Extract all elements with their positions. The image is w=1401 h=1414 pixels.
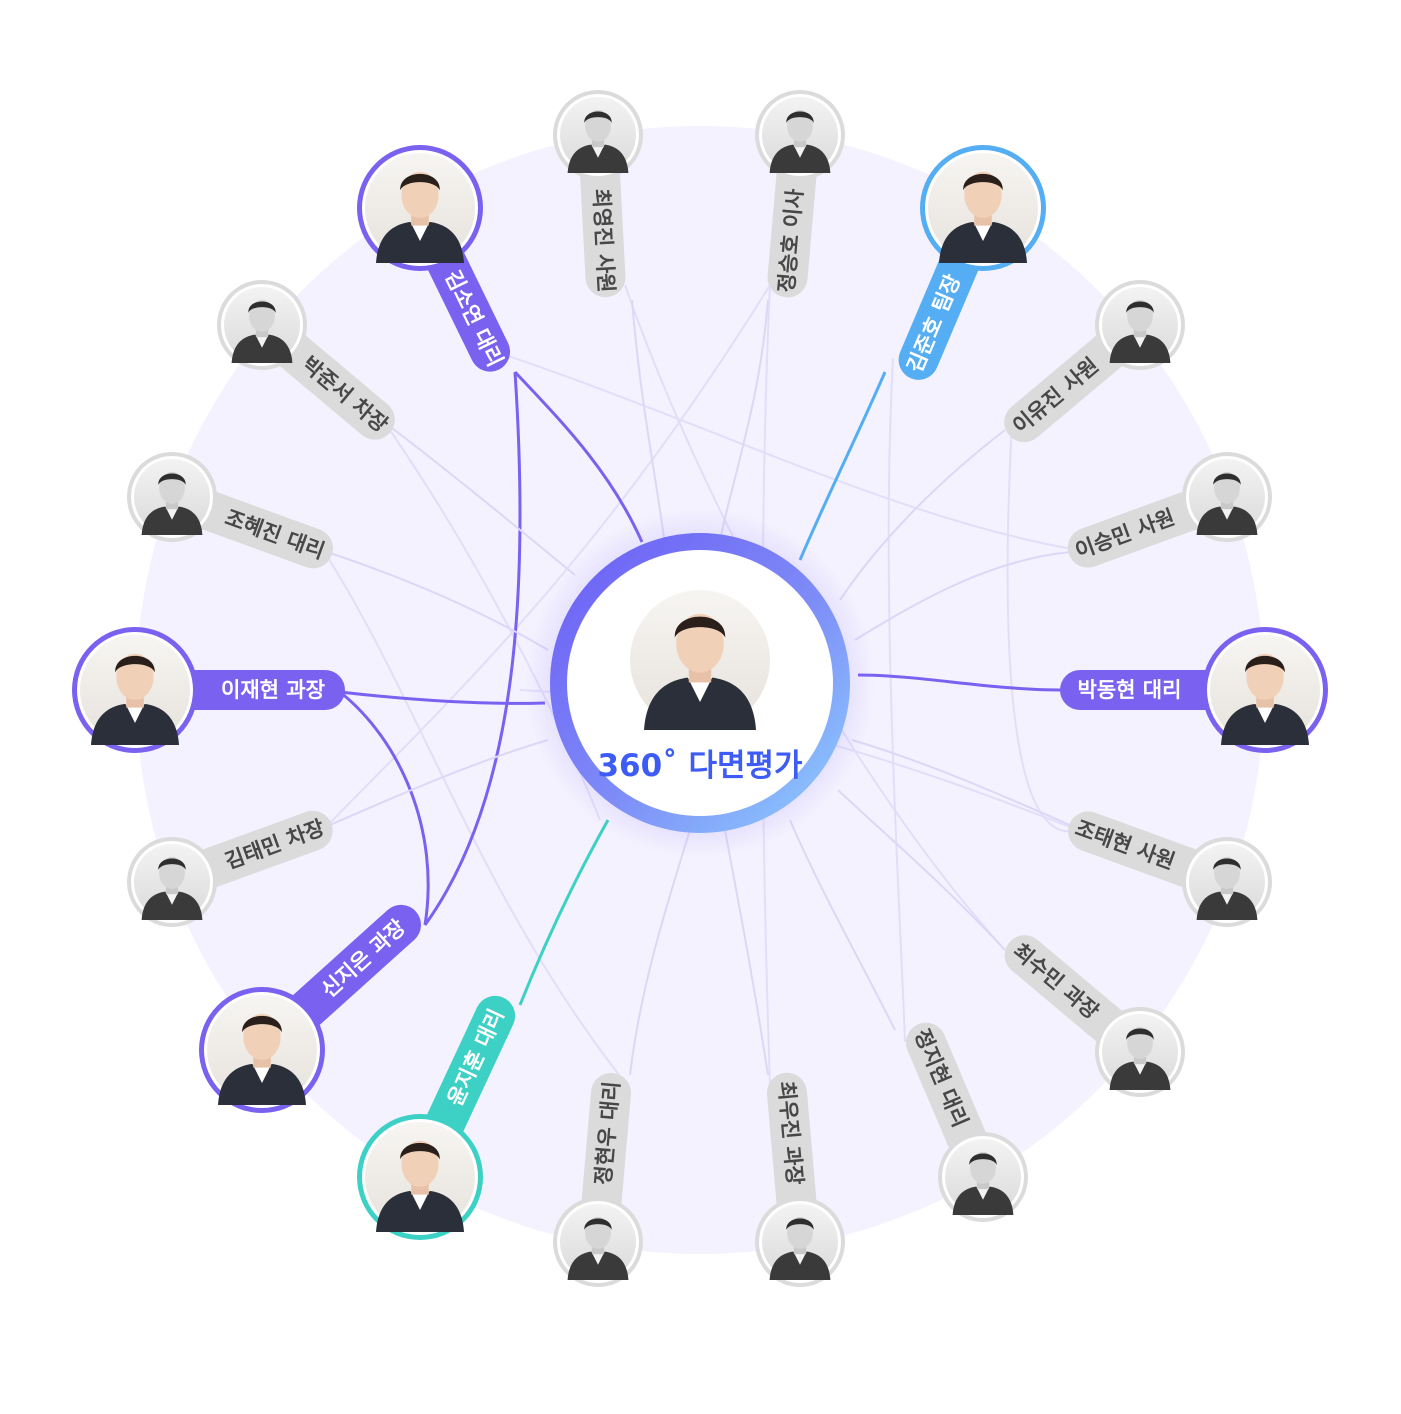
center-hub[interactable]: 360˚ 다면평가: [525, 508, 875, 858]
connector-line-jo-hyejin: [329, 552, 549, 651]
connector-line-lee-jaehyun: [339, 690, 546, 705]
person-avatar-icon: [928, 153, 1038, 263]
person-node-yoon-jihun[interactable]: 윤지훈 대리: [357, 989, 522, 1240]
faint-connector-line: [322, 549, 628, 1086]
person-node-jo-taehyun[interactable]: 조태현 사원: [1062, 806, 1272, 927]
faint-connector-line: [504, 354, 1079, 551]
person-avatar-icon: [1102, 287, 1178, 363]
connector-line-yoon-jihun: [518, 819, 610, 1006]
person-node-park-donghyun[interactable]: 박동현 대리: [1060, 627, 1328, 753]
person-node-shin-jieun[interactable]: 신지은 과장: [199, 897, 429, 1113]
connector-line-park-donghyun: [857, 673, 1063, 692]
person-name-label: 최영진 사원: [589, 188, 618, 293]
connector-line-kim-taemin: [329, 739, 549, 826]
connector-line-choi-woojin: [724, 829, 769, 1076]
person-avatar-icon: [560, 97, 636, 173]
person-node-jung-jihyun[interactable]: 정지현 대리: [900, 1016, 1028, 1222]
faint-connector-line: [1006, 422, 1079, 833]
connector-line-lee-seungmin: [854, 551, 1071, 641]
person-avatar-icon: [80, 635, 190, 745]
person-node-lee-seungmin[interactable]: 이승민 사원: [1062, 452, 1272, 573]
connector-line-kim-soyeon: [513, 370, 644, 543]
person-node-jung-hyunwoo[interactable]: 정현우 대리: [553, 1071, 643, 1287]
person-avatar-icon: [224, 287, 300, 363]
connector-line-kim-junho: [798, 371, 887, 561]
person-node-lee-jaehyun[interactable]: 이재현 과장: [72, 627, 345, 753]
center-avatar-icon: [630, 590, 770, 730]
person-avatar-icon: [762, 97, 838, 173]
person-avatar-icon: [365, 1122, 475, 1232]
person-node-choi-woojin[interactable]: 최우진 과장: [755, 1071, 845, 1287]
person-avatar-icon: [762, 1204, 838, 1280]
center-title: 360˚ 다면평가: [597, 748, 803, 784]
person-avatar-icon: [945, 1139, 1021, 1215]
person-avatar-icon: [365, 153, 475, 263]
person-name-label: 박동현 대리: [1078, 678, 1182, 702]
connector-line-kim-soyeon: [423, 371, 522, 926]
person-avatar-icon: [207, 995, 317, 1105]
connector-line-jung-hyunwoo: [629, 829, 691, 1076]
person-node-kim-soyeon[interactable]: 김소연 대리: [357, 145, 517, 378]
person-name-label: 이재현 과장: [221, 678, 325, 702]
faint-connector-line: [887, 357, 906, 1043]
connector-line-park-junseo: [391, 427, 576, 576]
connector-line-jung-jihyun: [789, 819, 896, 1031]
person-avatar-icon: [1210, 635, 1320, 745]
faint-connector-line: [322, 284, 771, 831]
connector-line-lee-yujin: [839, 429, 1006, 601]
person-avatar-icon: [560, 1204, 636, 1280]
person-node-jo-hyejin[interactable]: 조혜진 대리: [127, 452, 339, 574]
person-node-kim-taemin[interactable]: 김태민 차장: [127, 805, 338, 927]
person-node-kim-junho[interactable]: 김준호 팀장: [892, 145, 1046, 386]
connector-line-jo-taehyun: [851, 739, 1071, 826]
person-avatar-icon: [1102, 1014, 1178, 1090]
person-node-choi-youngjin[interactable]: 최영진 사원: [553, 90, 643, 298]
connector-line-choi-sumin: [837, 789, 1006, 951]
person-avatar-icon: [1189, 459, 1265, 535]
person-avatar-icon: [134, 844, 210, 920]
person-avatar-icon: [134, 459, 210, 535]
person-avatar-icon: [1189, 844, 1265, 920]
person-node-jung-seungho[interactable]: 정승호 이사: [755, 90, 845, 299]
